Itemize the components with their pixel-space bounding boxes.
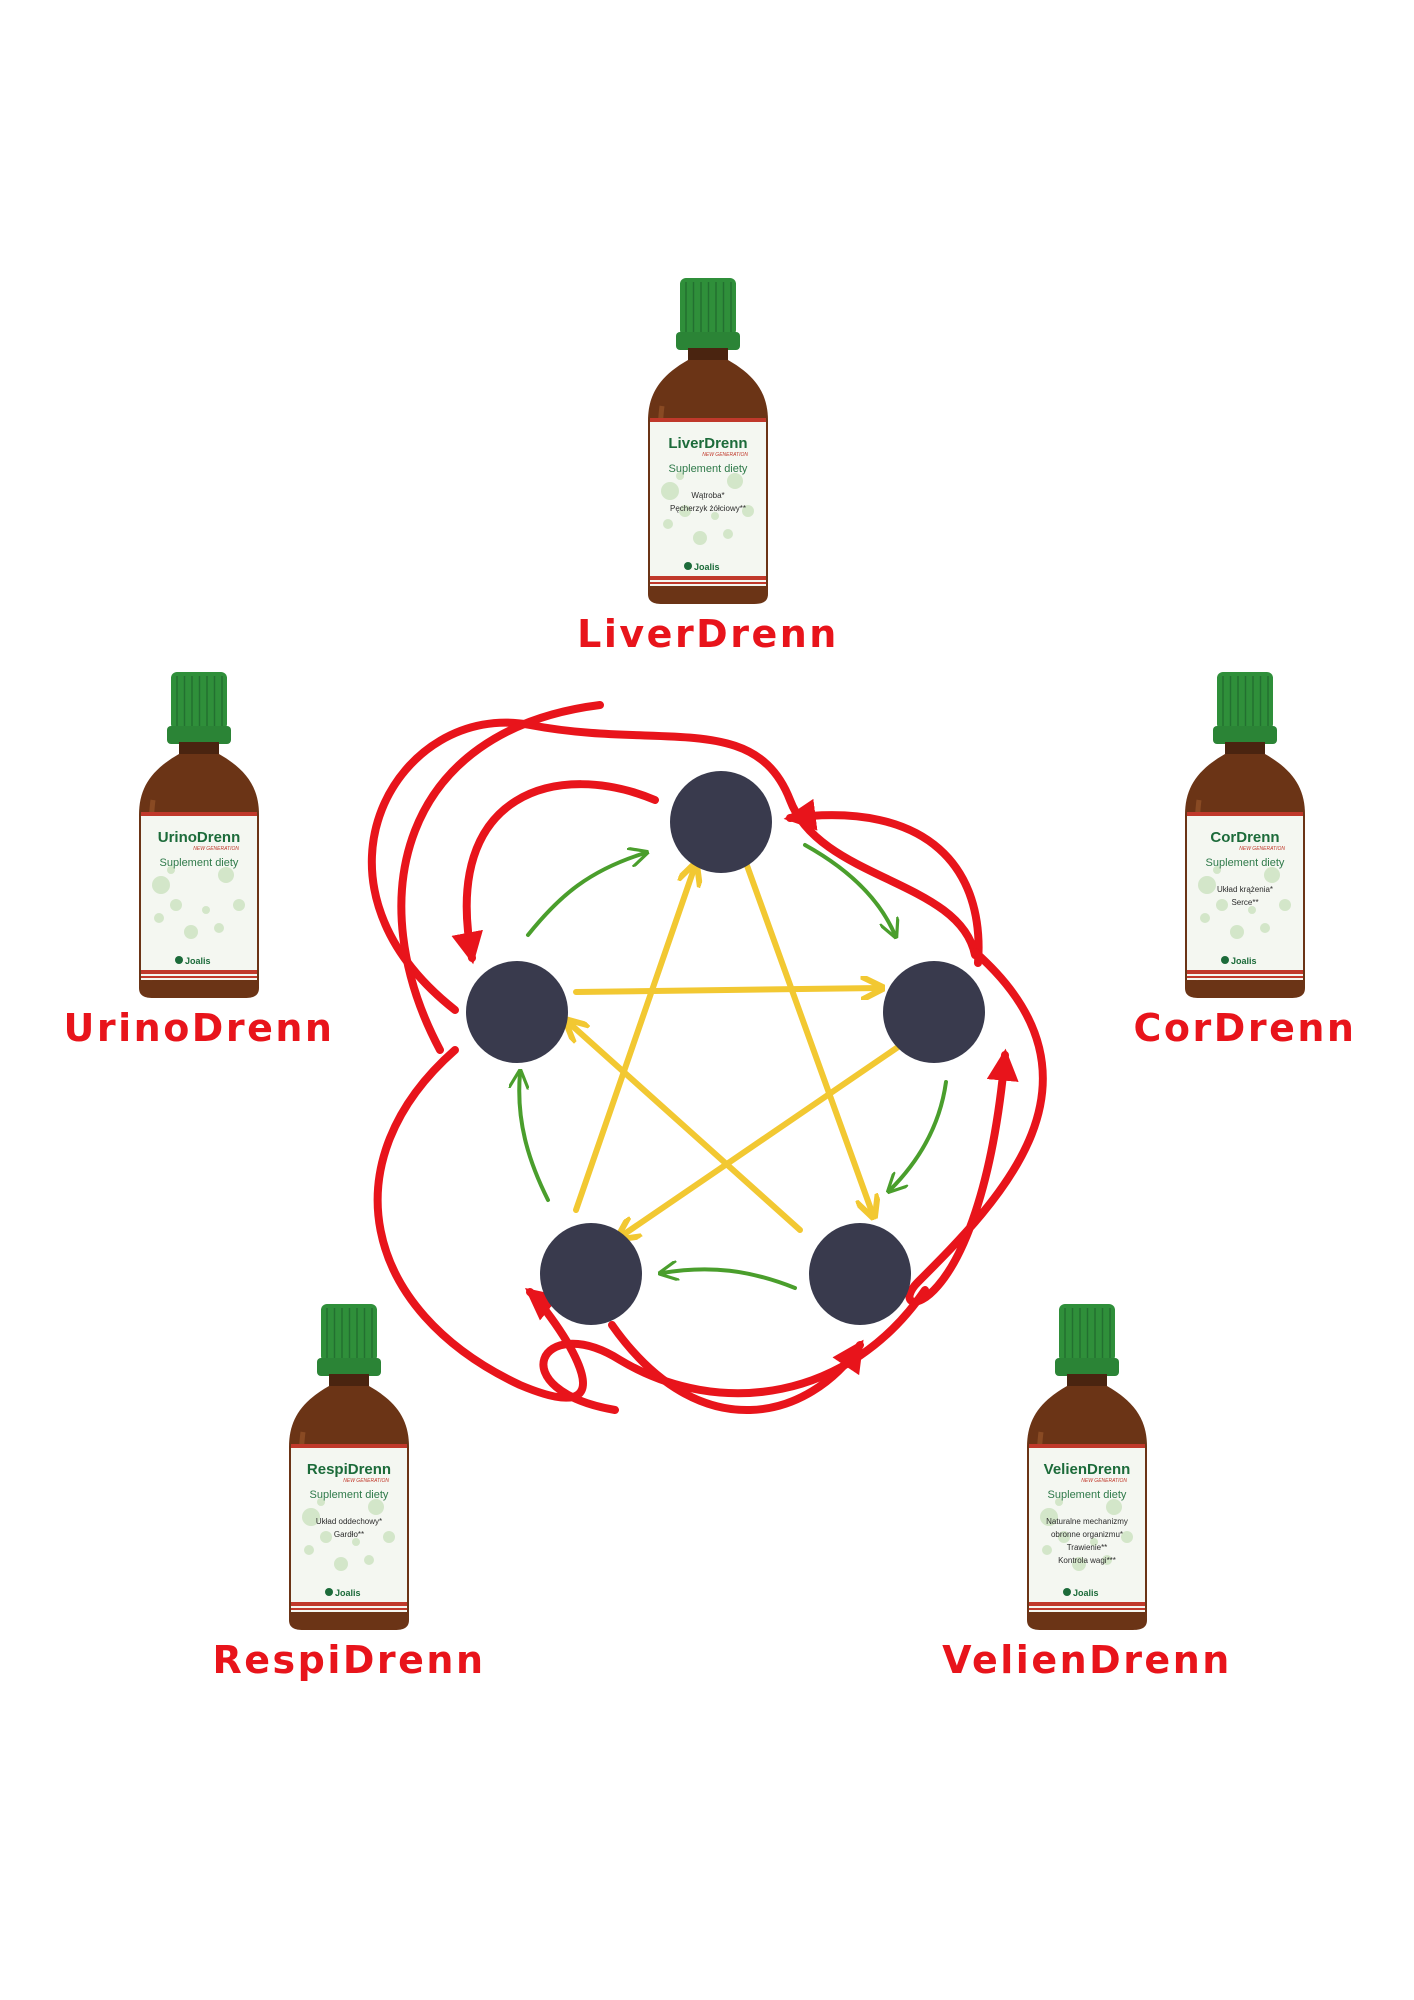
element-nodes [466,771,985,1325]
label-line: Układ krążenia* [1217,885,1273,894]
label-line: obronne organizmu* [1051,1530,1123,1539]
star-arrow-4 [573,988,880,992]
red-loop-bottom [608,1321,864,1414]
bottle-label [141,812,257,980]
label-title: VelienDrenn [1044,1461,1131,1478]
node-right [883,961,985,1063]
cycle-arrow-1 [526,853,645,937]
label-title: CorDrenn [1210,829,1279,846]
product-name: UrinoDrenn [63,1006,335,1050]
label-generation: NEW GENERATION [1239,846,1285,852]
label-line: Pęcherzyk żółciowy** [670,504,746,513]
label-line: Serce** [1231,898,1258,907]
red-loop-top-right [783,798,983,967]
label-subtitle: Suplement diety [1048,1489,1127,1501]
cycle-arrow-4 [662,1269,797,1290]
product-name: LiverDrenn [577,612,839,656]
label-subtitle: Suplement diety [669,463,748,475]
label-brand: Joalis [694,562,720,572]
label-generation: NEW GENERATION [702,452,748,458]
product-name: VelienDrenn [942,1638,1232,1682]
cycle-arrow-3 [890,1080,948,1190]
label-line: Trawienie** [1067,1543,1108,1552]
node-left [466,961,568,1063]
cycle-arrow-5 [519,1073,550,1202]
star-arrow-5 [620,1029,923,1237]
bottle-label [650,418,766,586]
label-subtitle: Suplement diety [310,1489,389,1501]
label-generation: NEW GENERATION [343,1478,389,1484]
bottle-label [291,1444,407,1612]
star-arrow-3 [568,1022,803,1233]
red-loop-right [905,948,1047,1306]
label-line: Kontrola wagi*** [1058,1556,1116,1565]
label-line: Wątroba* [691,491,724,500]
yellow-star [568,857,923,1237]
label-line: Naturalne mechanizmy [1046,1517,1128,1526]
label-subtitle: Suplement diety [160,857,239,869]
star-arrow-1 [573,866,695,1213]
product-name: CorDrenn [1133,1006,1357,1050]
label-brand: Joalis [335,1588,361,1598]
outer-red-cycle [367,701,1047,1414]
node-bottom-right [809,1223,911,1325]
node-bottom-left [540,1223,642,1325]
label-subtitle: Suplement diety [1206,857,1285,869]
star-arrow-2 [742,857,873,1215]
label-title: UrinoDrenn [158,829,241,846]
bottle-label [1187,812,1303,980]
label-title: LiverDrenn [668,435,747,452]
label-line: Układ oddechowy* [316,1517,382,1526]
cycle-arrow-2 [803,843,895,935]
red-loop-outer-left [397,701,604,1054]
red-loop-left [373,1046,587,1402]
label-brand: Joalis [1231,956,1257,966]
green-cycle [519,843,948,1290]
product-name: RespiDrenn [212,1638,486,1682]
node-top [670,771,772,873]
bottle-label [1029,1444,1145,1612]
red-loop-top-left [451,780,659,965]
label-brand: Joalis [185,956,211,966]
label-title: RespiDrenn [307,1461,391,1478]
label-generation: NEW GENERATION [1081,1478,1127,1484]
red-loop-top [367,718,979,1014]
label-brand: Joalis [1073,1588,1099,1598]
label-generation: NEW GENERATION [193,846,239,852]
label-line: Gardło** [334,1530,364,1539]
